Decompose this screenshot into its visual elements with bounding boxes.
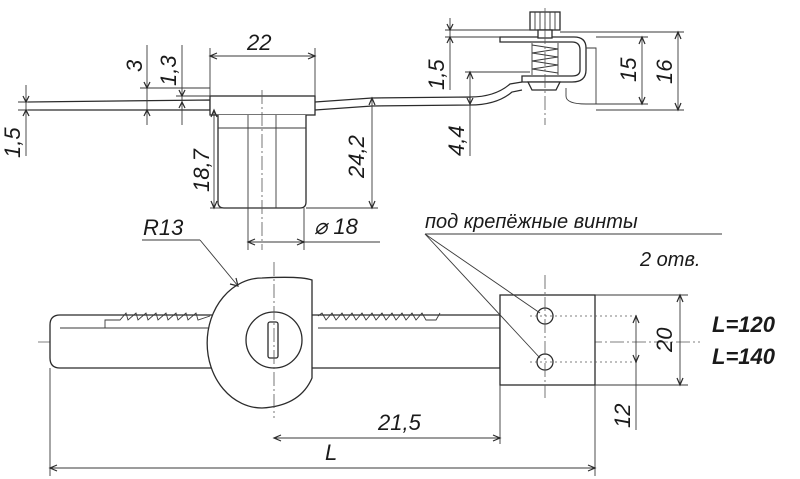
screw-note-line1: под крепёжные винты: [425, 211, 638, 233]
dim-hole-offset: 12: [610, 314, 640, 430]
dim-sheet-thickness: 1,5: [0, 85, 40, 158]
dim-hole-spacing-label: 20: [652, 327, 677, 353]
plan-view: 20 12 R13 21,5 L: [38, 211, 776, 476]
variant-l-120: L=120: [712, 312, 776, 337]
dim-clip-16: 16: [560, 30, 684, 112]
dim-height-18-7-label: 18,7: [189, 148, 214, 192]
dim-radius: R13: [142, 215, 239, 287]
strip-bend: [469, 81, 523, 106]
rack-teeth-left: [104, 312, 211, 328]
strip-outline: [27, 99, 211, 111]
clip-bracket: [499, 36, 587, 83]
dim-height-24-2-label: 24,2: [344, 135, 369, 179]
variant-l-140: L=140: [712, 344, 776, 369]
dim-clip-1-5-label: 1,5: [424, 59, 449, 90]
lock-flange: [209, 95, 316, 116]
strip-right-part: [314, 96, 471, 111]
screw-note-line2: 2 отв.: [639, 249, 700, 271]
dim-length: L: [48, 368, 597, 476]
dim-clip-15-label: 15: [616, 57, 641, 82]
dim-clip-4-4-label: 4,4: [444, 125, 469, 156]
dim-offset-label: 21,5: [377, 410, 422, 435]
dim-diameter-label: ⌀ 18: [314, 214, 359, 239]
dim-height-18-7: 18,7: [189, 108, 222, 210]
dim-hole-spacing: 20: [595, 293, 688, 387]
dim-diameter: ⌀ 18: [246, 208, 380, 250]
screw-note: под крепёжные винты 2 отв.: [424, 211, 722, 359]
screw-tip: [526, 81, 562, 91]
dim-clip-4-4: 4,4: [444, 70, 530, 156]
side-elevation: 1,5 3 1,3 22 18,7: [0, 8, 684, 250]
dim-hole-offset-label: 12: [610, 404, 635, 428]
dim-block-width-label: 22: [246, 30, 271, 55]
rack-teeth-right: [317, 312, 441, 321]
dim-height-24-2: 24,2: [306, 96, 378, 210]
dim-clip-16-label: 16: [652, 59, 677, 84]
dim-clip-15: 15: [596, 35, 648, 106]
dim-top-gap-3: 3: [122, 45, 210, 125]
dim-clip-1-5: 1,5: [424, 18, 540, 90]
dim-top-gap-1-3-label: 1,3: [156, 55, 181, 86]
clip-return: [565, 47, 597, 105]
dim-top-gap-3-label: 3: [122, 59, 147, 72]
keyhole-slot-icon: [267, 321, 279, 359]
dim-length-label: L: [325, 440, 337, 465]
dim-radius-label: R13: [143, 215, 184, 240]
dim-offset: 21,5: [272, 385, 502, 444]
dim-block-width: 22: [208, 30, 317, 96]
dim-sheet-thickness-label: 1,5: [0, 127, 25, 158]
dim-top-gap-1-3: 1,3: [156, 45, 210, 125]
